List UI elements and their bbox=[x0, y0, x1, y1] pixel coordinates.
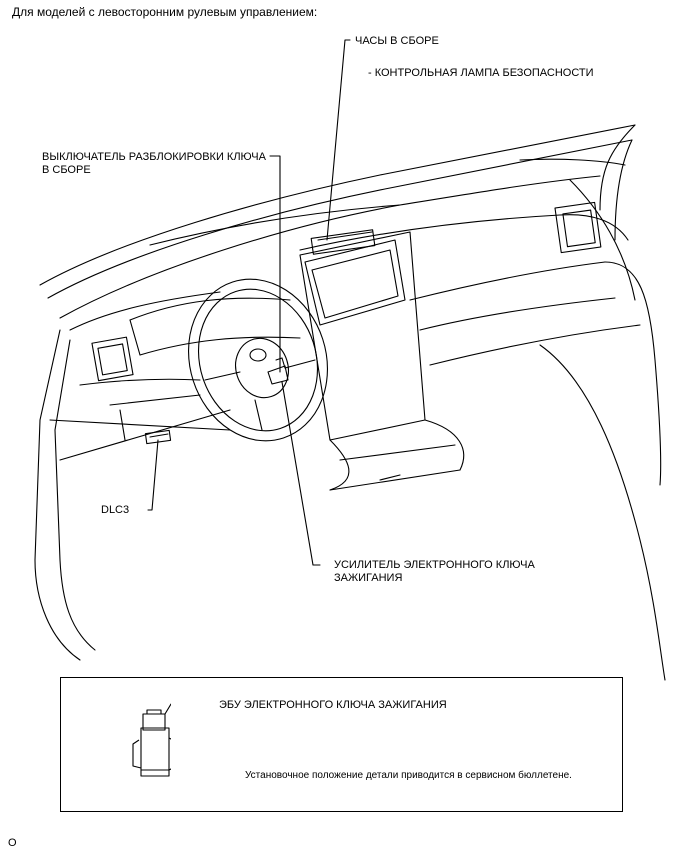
amplifier-label-line1: УСИЛИТЕЛЬ ЭЛЕКТРОННОГО КЛЮЧА bbox=[334, 559, 535, 571]
ecu-inset-box: ЭБУ ЭЛЕКТРОННОГО КЛЮЧА ЗАЖИГАНИЯ Установ… bbox=[60, 677, 623, 812]
dlc3-label: DLC3 bbox=[101, 504, 130, 516]
figure-code: O bbox=[8, 837, 17, 849]
amplifier-label-line2: ЗАЖИГАНИЯ bbox=[334, 572, 403, 584]
security-lamp-label: - КОНТРОЛЬНАЯ ЛАМПА БЕЗОПАСНОСТИ bbox=[368, 67, 594, 79]
ecu-module-illustration bbox=[132, 703, 171, 777]
clock-assembly-label: ЧАСЫ В СБОРЕ bbox=[355, 35, 439, 47]
unlock-switch-label-line1: ВЫКЛЮЧАТЕЛЬ РАЗБЛОКИРОВКИ КЛЮЧА bbox=[42, 151, 266, 163]
unlock-switch-label-line2: В СБОРЕ bbox=[42, 164, 91, 176]
page-header: Для моделей с левосторонним рулевым упра… bbox=[12, 5, 318, 19]
ecu-label: ЭБУ ЭЛЕКТРОННОГО КЛЮЧА ЗАЖИГАНИЯ bbox=[219, 699, 447, 711]
service-bulletin-note: Установочное положение детали приводится… bbox=[245, 770, 572, 781]
